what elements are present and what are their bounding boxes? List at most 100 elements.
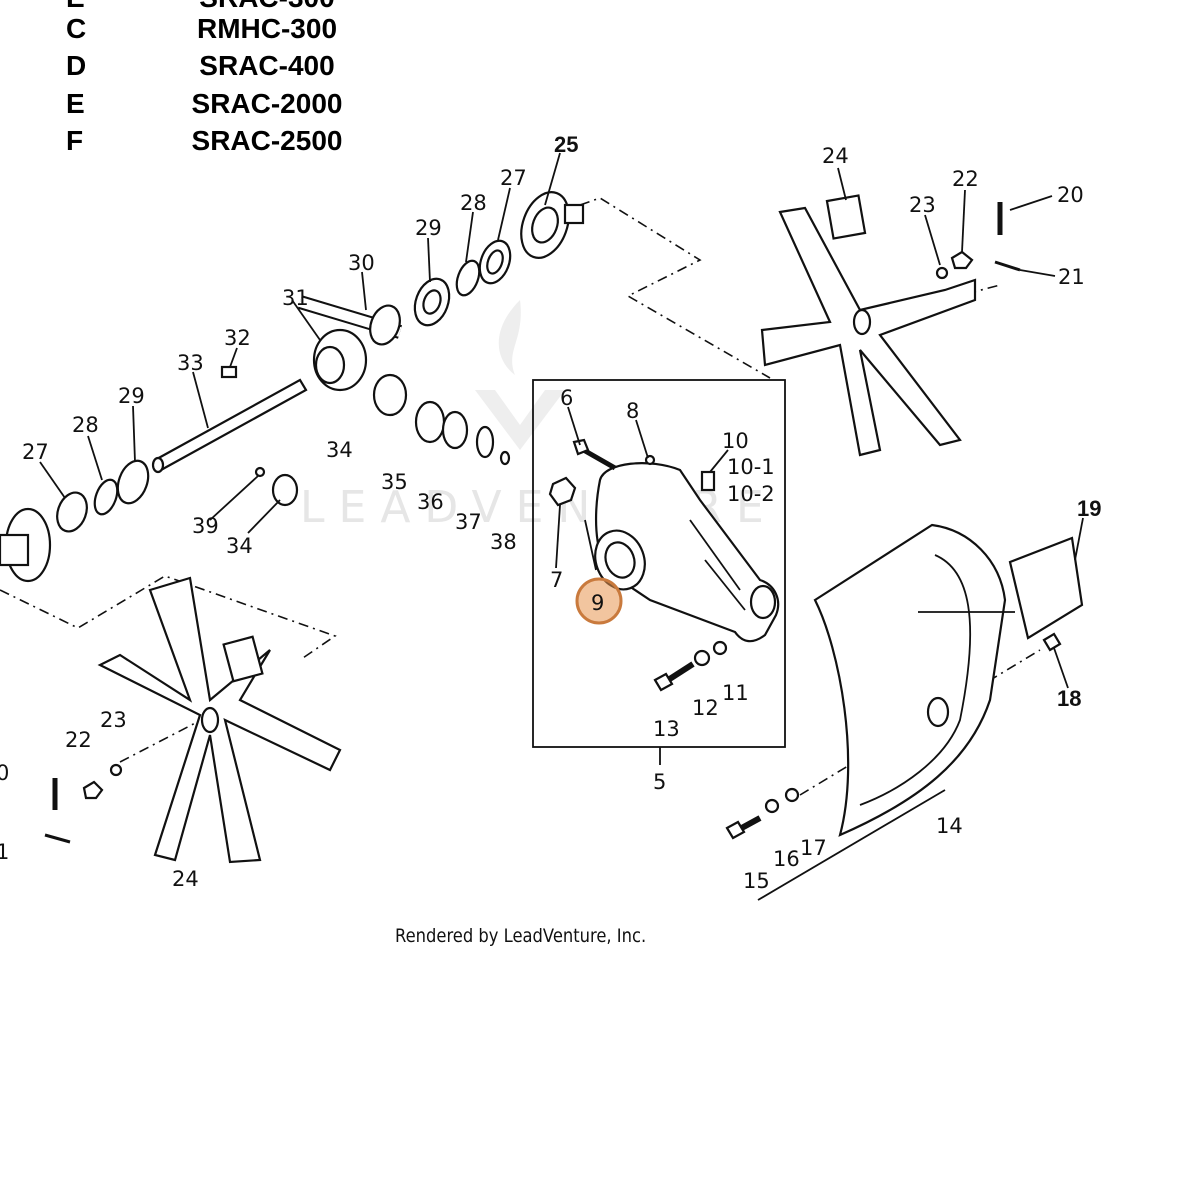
callout-25[interactable]: 25 xyxy=(554,132,578,157)
pin-39 xyxy=(254,466,266,478)
plug-10 xyxy=(700,470,716,492)
side-shield-14 xyxy=(813,523,1007,837)
hub-flange-25 xyxy=(520,191,585,259)
callout-29[interactable]: 29 xyxy=(415,216,442,240)
callout-28[interactable]: 28 xyxy=(72,413,99,437)
washer-38 xyxy=(499,450,511,466)
nut-7 xyxy=(548,476,577,507)
assembly-line-left xyxy=(0,575,337,661)
callout-22[interactable]: 22 xyxy=(65,728,92,752)
bolt-22-right xyxy=(950,250,974,270)
decal-19 xyxy=(1008,536,1084,640)
bearing-29-left xyxy=(116,459,150,505)
key-32 xyxy=(220,365,238,379)
callout-27[interactable]: 27 xyxy=(500,166,527,190)
callout-34[interactable]: 34 xyxy=(326,438,353,462)
model-name: SRAC-300 xyxy=(186,0,348,12)
hub-flange-left xyxy=(0,507,52,583)
callout-19[interactable]: 19 xyxy=(1077,496,1101,521)
callout-20[interactable]: 20 xyxy=(1057,183,1084,207)
gear-case-housing xyxy=(594,462,780,643)
snap-ring-28-left xyxy=(93,478,119,516)
callout-32[interactable]: 32 xyxy=(224,326,251,350)
snap-ring-37 xyxy=(475,425,495,459)
tine-set-lower-left xyxy=(97,576,342,864)
credit-text: Rendered by LeadVenture, Inc. xyxy=(395,925,647,947)
assembly-line-top xyxy=(579,197,771,379)
callout-11[interactable]: 11 xyxy=(722,681,749,705)
gear-34 xyxy=(372,373,408,417)
model-code: D xyxy=(66,50,87,81)
washer-11 xyxy=(712,640,728,656)
model-code: E xyxy=(66,88,85,119)
callout-20[interactable]: 0 xyxy=(0,761,9,785)
callout-36[interactable]: 36 xyxy=(417,490,444,514)
axle-line-left xyxy=(119,717,206,763)
tine-set-upper-right xyxy=(760,194,977,457)
gear-shaft-30 xyxy=(297,295,403,346)
callout-30[interactable]: 30 xyxy=(348,251,375,275)
callout-29[interactable]: 29 xyxy=(118,384,145,408)
callout-34[interactable]: 34 xyxy=(226,534,253,558)
model-name: SRAC-400 xyxy=(199,50,335,81)
flame-logo-icon xyxy=(498,300,521,375)
model-code: E xyxy=(66,0,85,12)
callout-23[interactable]: 23 xyxy=(100,708,127,732)
washer-23-left xyxy=(109,763,123,777)
model-name: SRAC-2000 xyxy=(191,88,343,119)
callout-10-2[interactable]: 10-2 xyxy=(727,482,775,506)
callout-24[interactable]: 24 xyxy=(172,867,199,891)
callout-22[interactable]: 22 xyxy=(952,167,979,191)
model-code: C xyxy=(66,13,87,44)
callout-12[interactable]: 12 xyxy=(692,696,719,720)
washer-12 xyxy=(693,649,711,667)
callout-31[interactable]: 31 xyxy=(282,286,309,310)
callout-18[interactable]: 18 xyxy=(1057,686,1081,711)
callout-39[interactable]: 39 xyxy=(192,514,219,538)
callout-21[interactable]: 1 xyxy=(0,840,9,864)
nut-18 xyxy=(1042,632,1062,652)
callout-5[interactable]: 5 xyxy=(653,770,666,794)
callout-23[interactable]: 23 xyxy=(909,193,936,217)
callout-35[interactable]: 35 xyxy=(381,470,408,494)
seal-36 xyxy=(441,410,469,450)
callout-6[interactable]: 6 xyxy=(560,386,573,410)
snap-ring-28 xyxy=(455,259,481,297)
callouts: 25 27 28 29 30 31 32 33 29 28 27 34 35 3… xyxy=(0,132,1101,893)
model-name: SRAC-2500 xyxy=(191,125,343,156)
leader-line xyxy=(757,789,946,901)
shaft-33 xyxy=(151,378,308,474)
v-logo-icon xyxy=(475,390,565,450)
highlight-marker[interactable] xyxy=(575,577,623,625)
clip-21 xyxy=(994,260,1021,272)
callout-33[interactable]: 33 xyxy=(177,351,204,375)
callout-16[interactable]: 16 xyxy=(773,847,800,871)
callout-38[interactable]: 38 xyxy=(490,530,517,554)
callout-24[interactable]: 24 xyxy=(822,144,849,168)
callout-10[interactable]: 10 xyxy=(722,429,749,453)
bolt-6 xyxy=(572,438,617,471)
callout-13[interactable]: 13 xyxy=(653,717,680,741)
bolt-22-left xyxy=(82,780,104,800)
callout-17[interactable]: 17 xyxy=(800,836,827,860)
callout-9[interactable]: 9 xyxy=(591,591,604,615)
model-name: RMHC-300 xyxy=(196,13,338,44)
washer-23-right xyxy=(935,266,949,280)
clip-21-left xyxy=(44,833,71,844)
bolt-15 xyxy=(725,815,762,840)
callout-37[interactable]: 37 xyxy=(455,510,482,534)
callout-7[interactable]: 7 xyxy=(550,568,563,592)
bearing-35 xyxy=(414,400,446,444)
callout-15[interactable]: 15 xyxy=(743,869,770,893)
callout-27[interactable]: 27 xyxy=(22,440,49,464)
callout-8[interactable]: 8 xyxy=(626,399,639,423)
bearing-27-left xyxy=(56,491,88,533)
bolt-13 xyxy=(653,661,695,692)
callout-14[interactable]: 14 xyxy=(936,814,963,838)
washer-17 xyxy=(784,787,800,803)
gear-34-small xyxy=(271,473,299,507)
callout-21[interactable]: 21 xyxy=(1058,265,1085,289)
callout-28[interactable]: 28 xyxy=(460,191,487,215)
callout-10-1[interactable]: 10-1 xyxy=(727,455,775,479)
